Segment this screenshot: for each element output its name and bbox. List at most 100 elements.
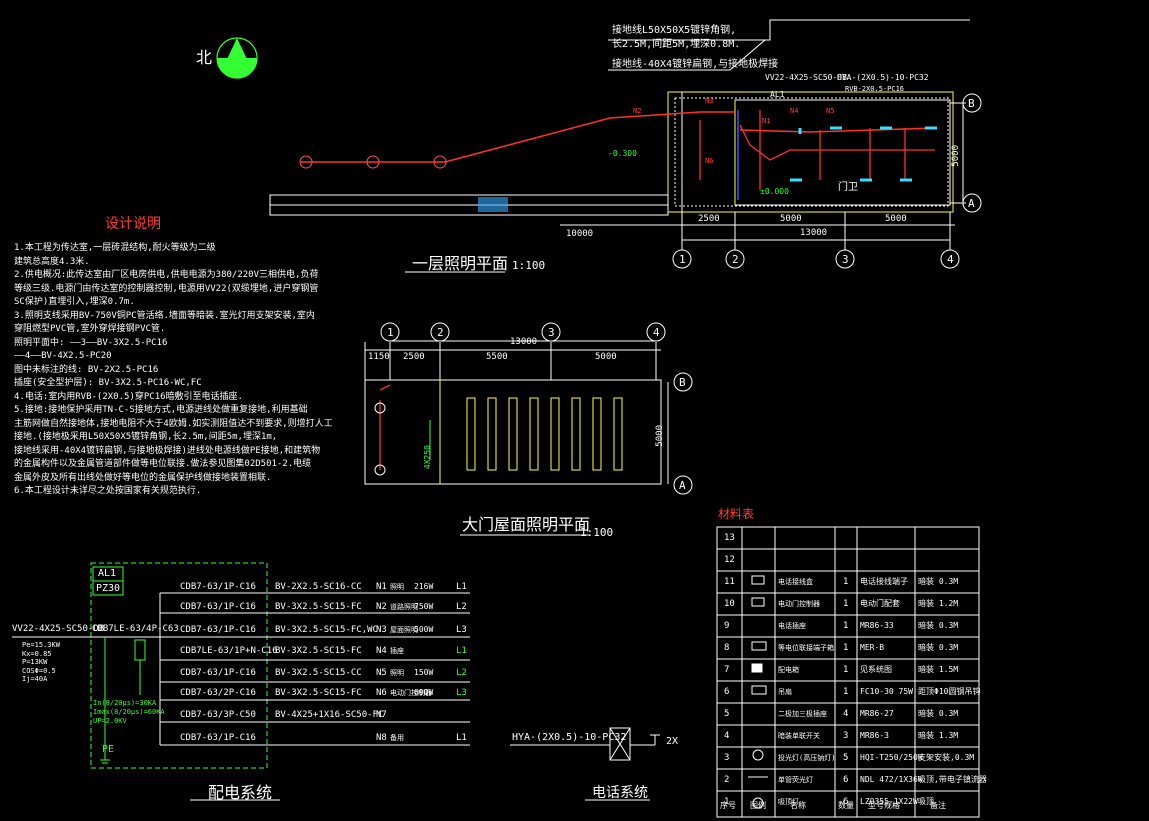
circuit-cable: BV-3X2.5-SC15-FC,WC	[275, 625, 378, 635]
note-line: ——4——BV-4X2.5-PC20	[14, 351, 112, 361]
material-no: 9	[724, 621, 730, 631]
telephone-cable: HYA-(2X0.5)-10-PC32	[512, 732, 627, 743]
material-qty: 6	[843, 775, 849, 785]
spd-line: UP=2.0KV	[93, 717, 127, 725]
material-note: 暗装 0.3M	[918, 621, 959, 630]
circuit-breaker: CDB7-63/1P-C16	[180, 602, 256, 612]
material-name: 二极加三极插座	[778, 710, 827, 718]
material-no: 2	[724, 775, 730, 785]
material-note: 暗装 0.3M	[918, 643, 959, 652]
circuit-breaker: CDB7-63/3P-C50	[180, 710, 256, 720]
roof-axis-a: A	[679, 479, 686, 492]
ground-note-1: 接地线L50X50X5镀锌角钢,	[612, 25, 737, 36]
circuit-id: N4	[376, 646, 387, 656]
telephone-diagram	[510, 727, 660, 801]
circuit-breaker: CDB7-63/1P-C16	[180, 733, 256, 743]
circuit-id: N6	[376, 688, 387, 698]
roof-axis-b: B	[679, 376, 686, 389]
roof-dim-13000: 13000	[510, 337, 538, 347]
roof-axis-3: 3	[548, 326, 555, 339]
material-qty: 4	[843, 709, 849, 719]
material-note: 吸顶,带电子镇流器	[918, 775, 987, 784]
circuit-n4: N4	[790, 107, 799, 115]
material-qty: 1	[843, 621, 849, 631]
axis-3: 3	[842, 253, 849, 266]
material-model: MR86-27	[860, 709, 894, 718]
circuit-cable: BV-2X2.5-SC16-CC	[275, 582, 362, 592]
incoming-cable: VV22-4X25-SC50-DB	[12, 624, 105, 634]
circuit-id: N1	[376, 582, 387, 592]
material-qty: 1	[843, 643, 849, 653]
note-line: 插座(安全型护层): BV-3X2.5-PC16-WC,FC	[14, 378, 202, 388]
distribution-diagram	[12, 562, 470, 801]
street-lamp-icons	[299, 155, 447, 169]
material-qty: 5	[843, 753, 849, 763]
circuit-id: N8	[376, 733, 387, 743]
material-model: HQI-T250/250W	[860, 753, 923, 762]
roof-plan	[364, 322, 693, 536]
materials-title: 材料表	[718, 507, 755, 521]
circuit-n2: N2	[633, 107, 642, 115]
roof-axis-4: 4	[653, 326, 660, 339]
note-line: 图中未标注的线: BV-2X2.5-PC16	[14, 364, 159, 375]
dim-13000: 13000	[800, 228, 828, 238]
material-header-cell: 数量	[838, 801, 854, 810]
axis-1: 1	[679, 253, 686, 266]
circuit-id: N2	[376, 602, 387, 612]
note-line: 5.接地:接地保护采用TN-C-S接地方式,电源进线处做重复接地,利用基础	[14, 405, 308, 415]
circuit-load: 照明	[390, 669, 404, 677]
material-name: 电动门控制器	[778, 600, 820, 608]
roof-dim-right: 5000	[655, 425, 665, 447]
material-name: 等电位联接端子箱	[778, 644, 834, 652]
axis-b: B	[968, 97, 975, 110]
first-floor-title: 一层照明平面	[412, 254, 509, 273]
dim-2500: 2500	[698, 214, 720, 224]
material-model: 见系统图	[860, 665, 892, 674]
panel-model: PZ30	[96, 583, 121, 594]
roof-axis-1: 1	[387, 326, 394, 339]
material-no: 6	[724, 687, 730, 697]
circuit-breaker: CDB7LE-63/1P+N-C16	[180, 646, 278, 656]
circuit-breaker: CDB7-63/1P-C16	[180, 625, 256, 635]
material-qty: 1	[843, 599, 849, 609]
circuit-power: 750W	[414, 602, 434, 611]
note-line: 的金属构件以及金属管道部件做等电位联接.做法参见图集02D501-2.电缆	[14, 459, 312, 469]
material-model: MR86-33	[860, 621, 894, 630]
panel-name: AL1	[98, 568, 117, 579]
main-breaker: CDB7LE-63/4P-C63	[92, 624, 179, 634]
material-name: 配电箱	[778, 666, 799, 674]
circuit-id: N7	[376, 710, 387, 720]
note-line: 金属外皮及所有出线处做好等电位的金属保护线做接地装置相联.	[14, 472, 272, 483]
note-line: 3.照明支线采用BV-750V铜PC管活络.墙面等暗装.室光灯用支架安装,室内	[14, 310, 315, 321]
material-model: NDL 472/1X36W	[860, 775, 923, 784]
circuit-phase: L3	[456, 625, 467, 635]
material-no: 4	[724, 731, 730, 741]
circuit-breaker: CDB7-63/1P-C16	[180, 582, 256, 592]
roof-axis-2: 2	[437, 326, 444, 339]
material-qty: 1	[843, 577, 849, 587]
note-line: 接地.(接地极采用L50X50X5镀锌角钢,长2.5m,间距5m,埋深1m,	[14, 432, 278, 442]
level-label: -0.300	[608, 149, 637, 158]
circuit-phase: L1	[456, 733, 467, 743]
axis-2: 2	[732, 253, 739, 266]
material-header-cell: 型号规格	[868, 801, 900, 810]
phone-in-label-2: RVB-2X0.5-PC16	[845, 85, 905, 93]
material-header-cell: 名称	[790, 801, 806, 810]
circuit-load: 屋面照明	[390, 626, 418, 634]
circuit-id: N3	[376, 625, 387, 635]
circuit-phase: L1	[456, 646, 467, 656]
circuit-load: 插座	[390, 647, 404, 655]
param-line: Kx=0.85	[22, 649, 52, 658]
circuit-cable: BV-3X2.5-SC15-FC	[275, 646, 362, 656]
material-name: 单管荧光灯	[778, 776, 813, 784]
material-model: MR86-3	[860, 731, 889, 740]
circuit-breaker: CDB7-63/2P-C16	[180, 688, 256, 698]
spd-line: Imax(8/20μs)=60KA	[93, 708, 165, 716]
material-note: 吸顶	[918, 797, 934, 806]
roof-dim-1150: 1150	[368, 352, 390, 362]
axis-4: 4	[947, 253, 954, 266]
material-qty: 1	[843, 665, 849, 675]
material-model: LZ0355-1X22W	[860, 797, 918, 806]
